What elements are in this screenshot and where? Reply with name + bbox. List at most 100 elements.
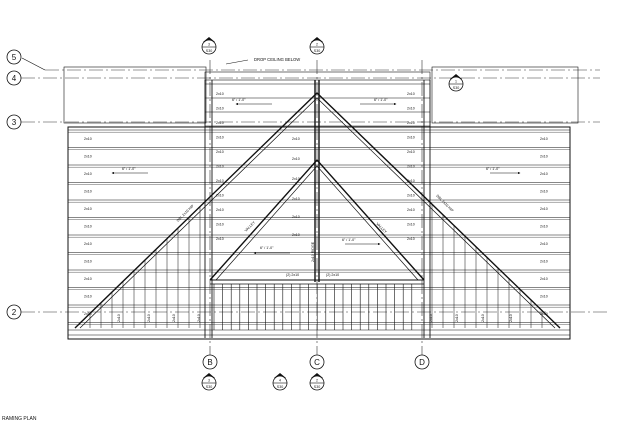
- hip-framing: [74, 80, 561, 329]
- joist-label-center-right: 2x10: [407, 150, 415, 154]
- joist-label-right: 2x10: [540, 242, 548, 246]
- post-label: 2x10: [172, 314, 176, 322]
- section-tag-sheet: S30: [277, 385, 283, 389]
- grid-bubble-4: 4: [12, 74, 17, 83]
- joist-label-center-left: 2x10: [216, 194, 224, 198]
- joist-label-center-left: 2x10: [216, 136, 224, 140]
- grid-line-5: 5: [6, 49, 600, 71]
- post-label: 2x10: [509, 314, 513, 322]
- spacing-arrows: [111, 102, 521, 255]
- section-tag-sheet: S30: [453, 86, 459, 90]
- header-label: (2) 2x10: [326, 273, 339, 277]
- joist-label-center-right: 2x10: [407, 107, 415, 111]
- upper-outline: [63, 66, 579, 124]
- joist-label-left: 2x10: [84, 155, 92, 159]
- section-tag-sheet: S30: [206, 49, 212, 53]
- drawing-title: RAMING PLAN: [2, 416, 37, 422]
- joist-label-right: 2x10: [540, 137, 548, 141]
- joist-label-ridge: 2x10: [292, 215, 300, 219]
- joist-label-center-right: 2x10: [407, 179, 415, 183]
- grid-bubble-3: 3: [12, 118, 17, 127]
- joist-label-ridge: 2x10: [292, 197, 300, 201]
- joist-label-left: 2x10: [84, 277, 92, 281]
- grid-bubble-b: B: [207, 358, 212, 367]
- section-tag-number: 1: [455, 80, 457, 84]
- grid-col-b: B: [202, 60, 218, 370]
- section-tag-number: 2: [316, 43, 318, 47]
- section-tag-sheet: S30: [206, 385, 212, 389]
- spacing-label-right: 6" / 1'-0": [486, 167, 500, 171]
- joist-label-right: 2x10: [540, 172, 548, 176]
- joist-label-right: 2x10: [540, 155, 548, 159]
- header-label: (2) 2x10: [286, 273, 299, 277]
- member-labels: 2x10 2x10 2x10 2x10 2x10 2x10 2x10 2x10 2x10 2x10…: [84, 92, 548, 322]
- joist-label-left: 2x10: [84, 225, 92, 229]
- drop-ceiling-note: DROP CEILING BELOW: [254, 57, 300, 62]
- joist-label-left: 2x10: [84, 295, 92, 299]
- post-label: 2x10: [117, 314, 121, 322]
- grid-line-2: 2: [6, 304, 610, 320]
- stud-field: [204, 80, 431, 338]
- spacing-label-top-right: 6" / 1'-0": [374, 98, 388, 102]
- post-label: 2x10: [147, 314, 151, 322]
- post-label: 2x10: [455, 314, 459, 322]
- grid-bubble-c: C: [314, 358, 320, 367]
- joist-label-left: 2x10: [84, 312, 92, 316]
- joist-label-right: 2x10: [540, 260, 548, 264]
- section-tag-number: 4: [279, 379, 281, 383]
- joist-label-right: 2x10: [540, 312, 548, 316]
- grid-bubble-2: 2: [12, 308, 17, 317]
- joist-field: [68, 83, 570, 328]
- grid-bubble-5: 5: [12, 53, 17, 62]
- joist-label-left: 2x10: [84, 190, 92, 194]
- joist-label-center-left: 2x10: [216, 121, 224, 125]
- grid-line-3: 3: [6, 114, 600, 130]
- joist-label-center-right: 2x10: [407, 194, 415, 198]
- joist-label-right: 2x10: [540, 207, 548, 211]
- joist-label-center-left: 2x10: [216, 237, 224, 241]
- post-label: 2x10: [197, 314, 201, 322]
- joist-label-ridge: 2x10: [292, 233, 300, 237]
- joist-label-ridge: 2x10: [292, 177, 300, 181]
- joist-label-center-left: 2x10: [216, 150, 224, 154]
- joist-label-right: 2x10: [540, 190, 548, 194]
- joist-label-left: 2x10: [84, 260, 92, 264]
- joist-label-center-right: 2x10: [407, 121, 415, 125]
- joist-label-center-left: 2x10: [216, 165, 224, 169]
- grid-line-4: 4: [6, 70, 600, 86]
- joist-label-ridge: 2x10: [292, 157, 300, 161]
- section-tag-number: 2: [316, 379, 318, 383]
- joist-label-left: 2x10: [84, 137, 92, 141]
- section-tag-sheet: S30: [314, 49, 320, 53]
- spacing-label-center-right: 6" / 1'-0": [342, 238, 356, 242]
- joist-label-left: 2x10: [84, 172, 92, 176]
- grid-bubble-d: D: [419, 358, 425, 367]
- joist-label-right: 2x10: [540, 295, 548, 299]
- joist-label-center-left: 2x10: [216, 223, 224, 227]
- joist-label-center-left: 2x10: [216, 208, 224, 212]
- joist-label-center-left: 2x10: [216, 107, 224, 111]
- post-label: 2x10: [481, 314, 485, 322]
- joist-label-left: 2x10: [84, 242, 92, 246]
- joist-label-center-right: 2x10: [407, 223, 415, 227]
- joist-label-center-right: 2x10: [407, 92, 415, 96]
- joist-label-center-right: 2x10: [407, 136, 415, 140]
- joist-label-right: 2x10: [540, 277, 548, 281]
- joist-label-center-left: 2x10: [216, 179, 224, 183]
- joist-label-right: 2x10: [540, 225, 548, 229]
- joist-label-center-left: 2x10: [216, 92, 224, 96]
- note-leader: [225, 59, 249, 65]
- grid-col-d: D: [414, 60, 430, 370]
- ridge-label: 2x10 RIDGE: [311, 241, 315, 262]
- joist-label-center-right: 2x10: [407, 208, 415, 212]
- spacing-label-left: 6" / 1'-0": [122, 167, 136, 171]
- spacing-label-top-left: 6" / 1'-0": [232, 98, 246, 102]
- section-tag-sheet: S30: [314, 385, 320, 389]
